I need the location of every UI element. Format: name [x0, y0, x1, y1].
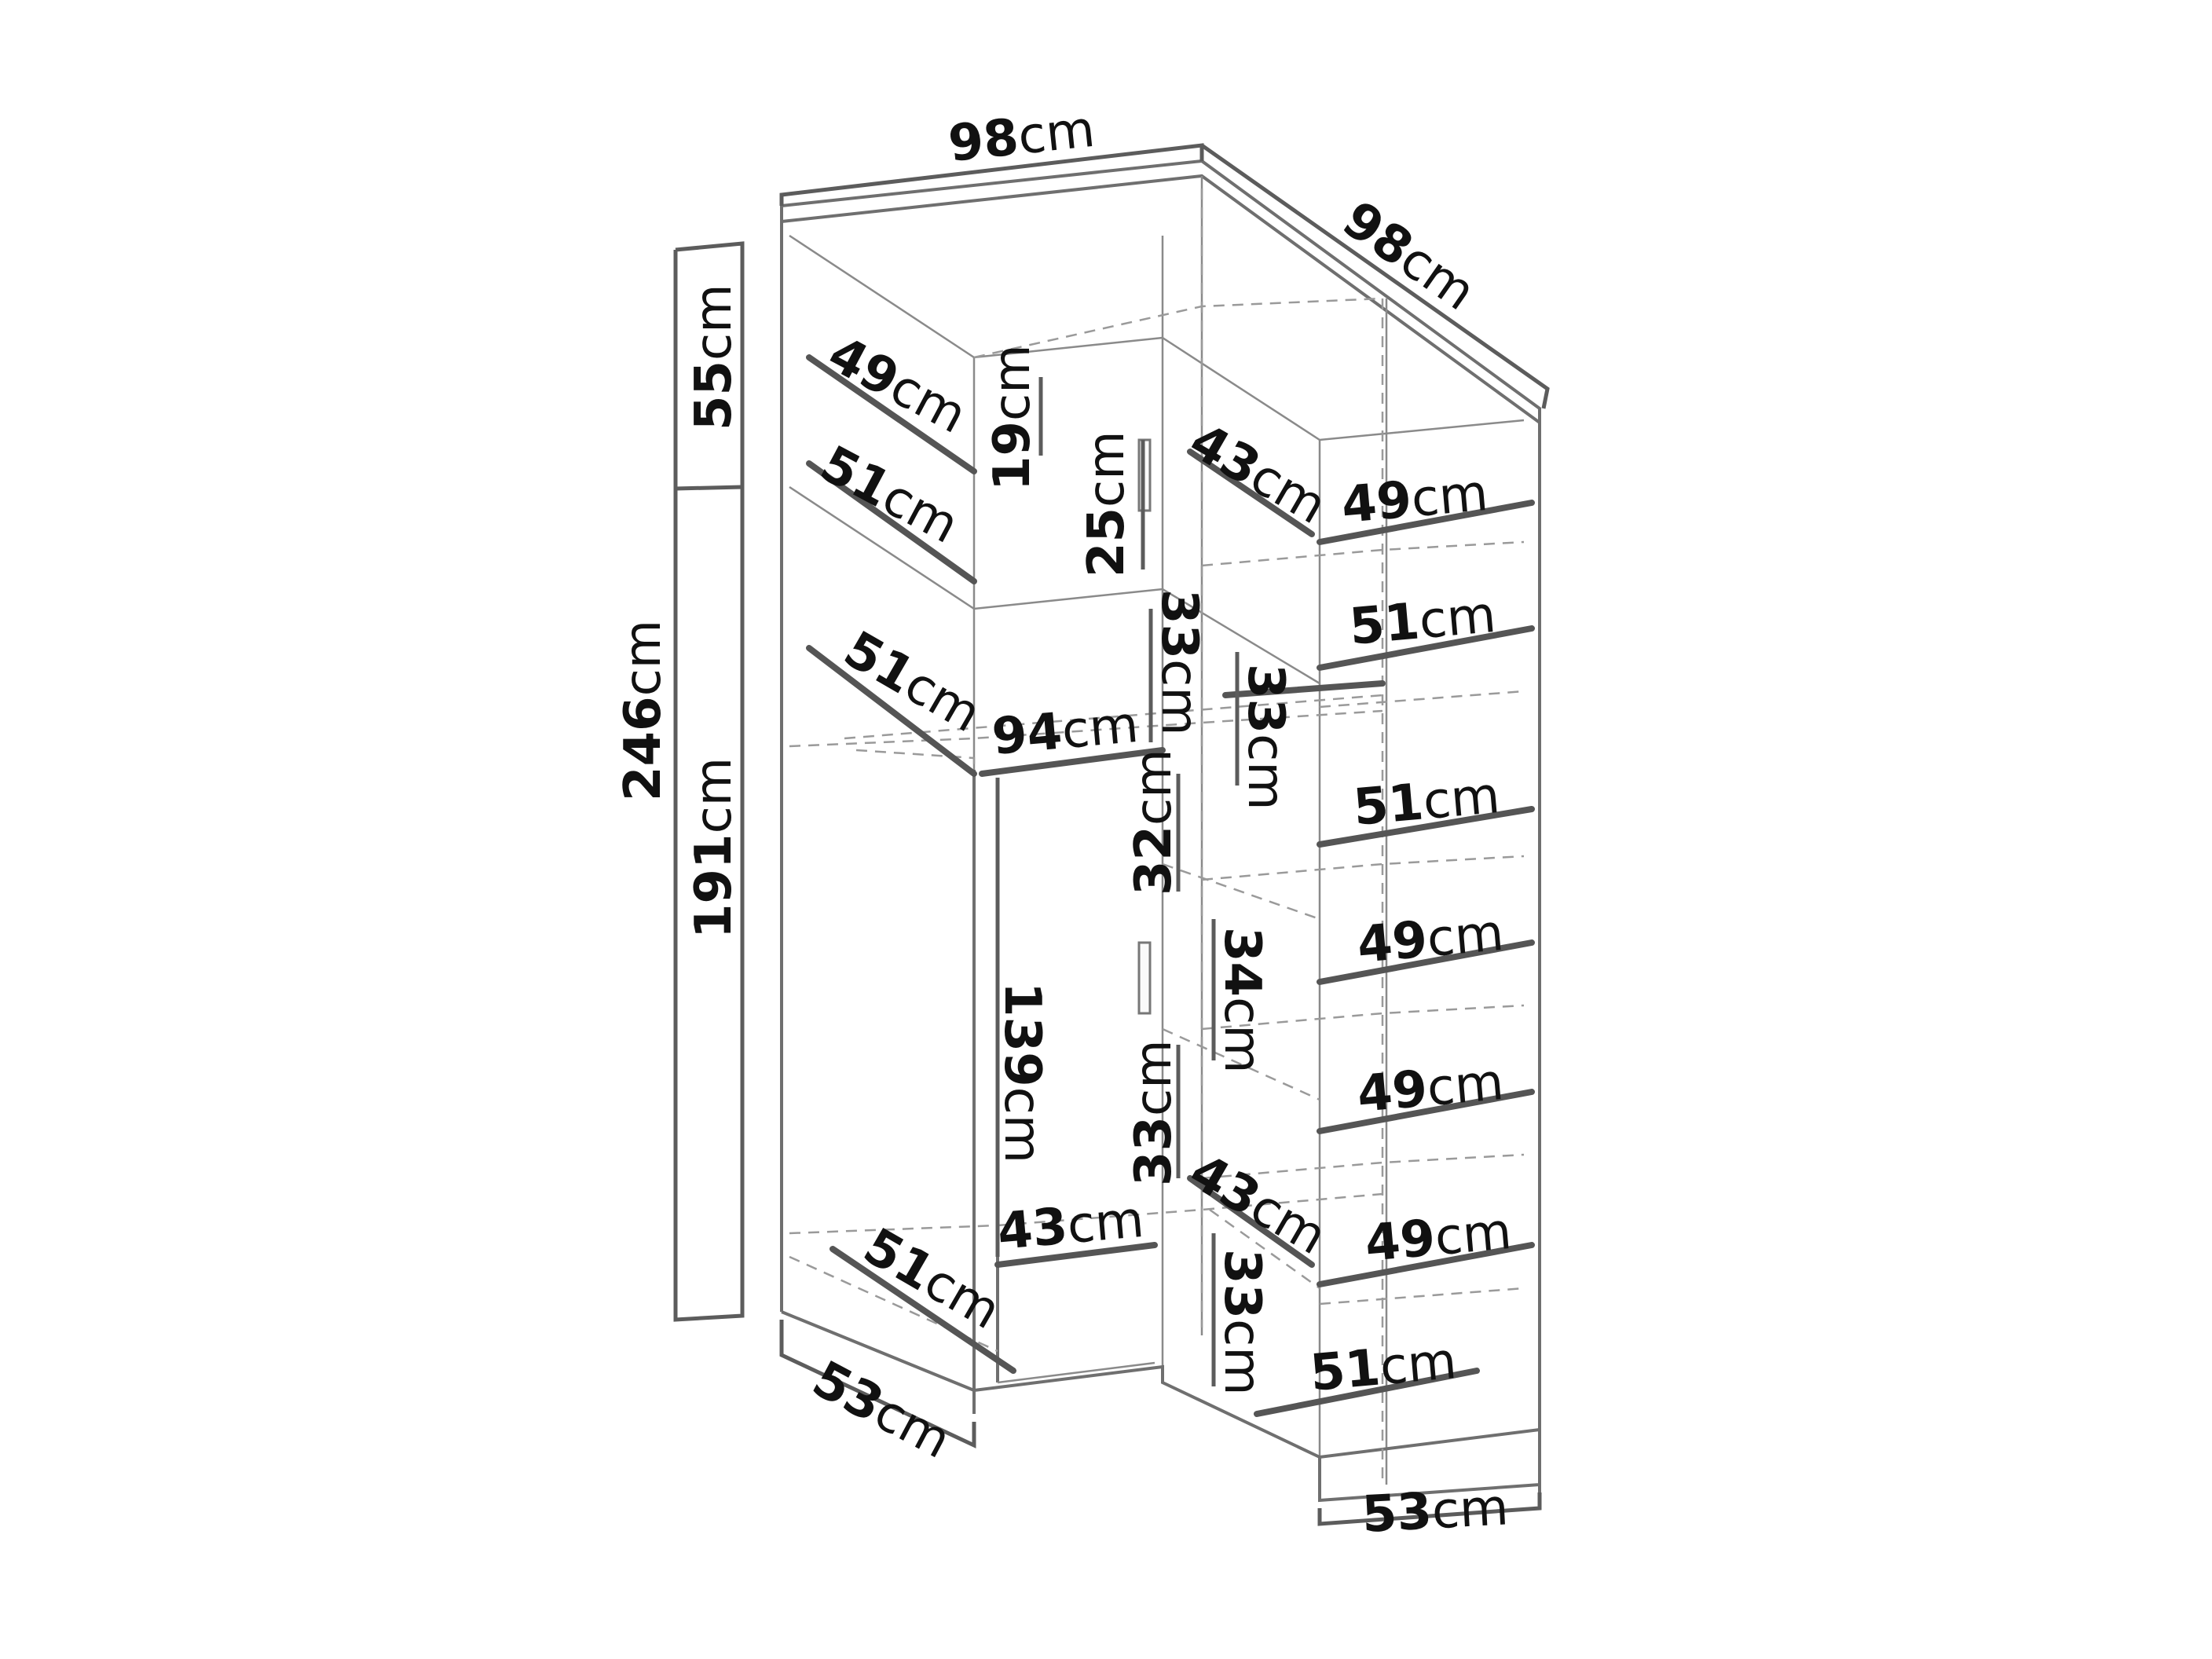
dim-inner-bottom-43: 43cm: [995, 1191, 1146, 1262]
dim-right-shelf-6: 49cm: [1363, 1203, 1514, 1273]
dim-corner-32: 32cm: [1125, 749, 1183, 895]
dim-lower-section-height: 191cm: [685, 757, 743, 939]
dim-shelf-left-bottom: 51cm: [854, 1218, 1010, 1341]
dim-corner-33-lower: 33cm: [1125, 1039, 1183, 1186]
dim-overall-width-side: 98cm: [1332, 190, 1485, 322]
dim-overall-width-front: 98cm: [946, 101, 1097, 174]
hidden-lines: [789, 189, 1525, 1485]
dim-corner-33-side: 33cm: [1236, 664, 1295, 811]
vertical-dim-bars: [995, 377, 1240, 1386]
dimension-labels: 98cm 98cm 55cm 246cm 191cm 49cm 51cm 51c…: [614, 101, 1514, 1544]
dim-right-shelf-4: 49cm: [1355, 904, 1506, 975]
handle-bottom: [1137, 941, 1152, 1015]
shelf-lines: [806, 354, 1535, 1417]
dim-corner-33-bottom: 33cm: [1213, 1249, 1271, 1396]
dim-top-compartment-25: 25cm: [1078, 430, 1136, 577]
dim-corner-shelf-43-top: 43cm: [1180, 412, 1336, 536]
dim-rail-width: 94cm: [990, 696, 1141, 767]
dim-top-section-height: 55cm: [685, 284, 743, 430]
dim-total-height: 246cm: [614, 620, 672, 801]
dim-right-shelf-2: 51cm: [1347, 586, 1498, 657]
dim-corner-34: 34cm: [1213, 927, 1271, 1074]
dim-corner-33-top: 33cm: [1150, 589, 1208, 736]
dim-corner-shelf-43-bottom: 43cm: [1180, 1143, 1336, 1266]
exterior-dim-lines: [673, 143, 1550, 1526]
dim-base-depth-right: 53cm: [1361, 1478, 1510, 1544]
dim-right-shelf-3: 51cm: [1351, 767, 1502, 837]
dim-base-depth-left: 53cm: [803, 1350, 959, 1470]
dim-right-shelf-7: 51cm: [1308, 1332, 1459, 1403]
dim-hanging-height: 139cm: [993, 982, 1051, 1163]
dim-top-compartment-19: 19cm: [983, 344, 1042, 491]
dim-right-shelf-5: 49cm: [1355, 1053, 1506, 1124]
dim-right-shelf-1: 49cm: [1339, 464, 1490, 535]
